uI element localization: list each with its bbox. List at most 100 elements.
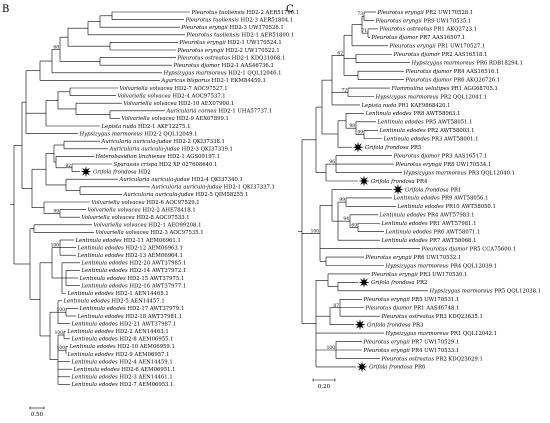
tip-label: Lentinula edodes HD2-11 AEM06961.1 <box>75 238 181 244</box>
species-name: Grifola frondosa <box>371 179 415 185</box>
tip-label: Lentinula edodes HD2-10 AEM06959.1 <box>69 344 175 350</box>
species-name: Auricularia auricula-judae <box>101 139 172 145</box>
species-name: Auricularia cornea <box>166 109 217 115</box>
accession: HD2-17 AWT37979.1 <box>126 306 185 312</box>
bootstrap-value: 68 <box>53 45 59 50</box>
accession: HD2-10 AEX07900.1 <box>177 101 235 107</box>
tip-label: Hypsizygus marmoreus PR3 QQL12040.1 <box>403 170 516 176</box>
accession: PR4 UW170533.1 <box>410 348 459 354</box>
accession: HD2-3 AEN14461.1 <box>118 375 173 381</box>
accession: HD2-9 AEX07899.1 <box>175 116 229 122</box>
tip-label: Auricularia auricula-judae HD2-3 QKI3733… <box>109 147 233 153</box>
species-name: Pleurotus eryngii <box>377 10 425 16</box>
species-name: Grifola frondosa <box>365 145 409 151</box>
tip-label: Pleurotus djamor PR2 AAS16518.1 <box>393 52 488 58</box>
bootstrap-value: 99 <box>339 198 345 203</box>
species-name: Lentinula edodes <box>69 344 116 350</box>
accession: PR1 AAS46748.1 <box>412 306 459 312</box>
species-name: Pleurotus djamor <box>421 246 469 252</box>
tip-label: Pleurotus eryngii PR7 UW170529.1 <box>363 339 460 345</box>
accession: PR2 AWT58003.1 <box>426 128 475 134</box>
species-name: Pleurotus ostreatus <box>379 27 433 33</box>
species-name: Volvariella volvacea <box>92 200 145 206</box>
species-name: Sparassis crispa <box>114 162 158 168</box>
tip-label: Lepista nuda PR1 KAF9868420.1 <box>361 103 451 109</box>
species-name: Lentinula edodes <box>75 238 122 244</box>
accession: HD2-10 AEM06959.1 <box>116 344 175 350</box>
species-name: Lentinula edodes <box>77 245 124 251</box>
accession: PR5 <box>409 145 422 151</box>
species-name: Volvariella volvacea <box>96 230 149 236</box>
species-name: Pleurotus eryngii <box>389 44 437 50</box>
species-name: Hypsizygus marmoreus <box>429 289 493 295</box>
species-name: Lentinula edodes <box>71 337 118 343</box>
species-name: Pleurotus eryngii <box>181 25 229 31</box>
tip-label: Volvariella volvacea HD2-1 AEO99208.1 <box>94 223 202 229</box>
tip-label: Volvariella volvacea HD2-8 AOC97533.1 <box>82 215 190 221</box>
accession: PR1 AWT57981.1 <box>428 221 477 227</box>
tip-label: Lentinula edodes HD2-3 AEN14461.1 <box>71 375 173 381</box>
accession: PR3 AWT58001.1 <box>430 137 479 143</box>
tip-label: Auricularia auricula-judae HD2-2 QKI3733… <box>101 139 225 145</box>
tip-label: Lentinula edodes HD2-18 AWT37981.1 <box>77 314 183 320</box>
accession: HD2-1 UHA57737.1 <box>217 109 273 115</box>
tip-label: Lentinula edodes HD2-8 AEM06955.1 <box>71 337 174 343</box>
accession: HD2-5 AEN14457.1 <box>110 299 165 305</box>
accession: PR4 AWT57983.1 <box>426 213 475 219</box>
species-name: Lentinula edodes <box>383 137 430 143</box>
tip-label: Pleurotus tuoliensis HD2-1 AER51800.1 <box>186 33 295 39</box>
grifola-star-icon <box>358 276 370 288</box>
species-name: Pleurotus djamor <box>405 69 453 75</box>
accession: PR5 QQL12038.1 <box>493 289 541 295</box>
accession: HD2-14 AWT37972.1 <box>128 268 187 274</box>
tip-label: Lentinula edodes HD2-4 AEN14459.1 <box>71 359 173 365</box>
tip-label: Pleurotus djamor PR4 AAS16516.1 <box>405 69 500 75</box>
species-name: Volvariella volvacea <box>124 101 177 107</box>
tip-label: Pleurotus eryngii PR1 UW170527.1 <box>389 44 486 50</box>
tip-label: Lentinula edodes HD2-5 AEN14457.1 <box>63 299 165 305</box>
accession: HD2-20 AWT37985.1 <box>128 261 187 267</box>
tip-label: Pleurotus eryngii PR4 UW170533.1 <box>363 348 460 354</box>
accession: HD2-1 AER51800.1 <box>240 33 294 39</box>
accession: PR3 UW170530.1 <box>418 272 467 278</box>
species-name: Grifola frondosa <box>371 280 415 286</box>
bootstrap-value: 94 <box>343 217 349 222</box>
tip-label: Auricularia auricula-judae HD2-4 QKI3734… <box>119 177 243 183</box>
tip-label: Grifola frondosa PR4 <box>371 179 428 185</box>
species-name: Lentinula edodes <box>71 359 118 365</box>
tip-label: Pleurotus eryngii PR3 UW170530.1 <box>371 272 468 278</box>
accession: PR5 UW170531.1 <box>410 297 459 303</box>
tip-label: Lentinula edodes PR10 AWT58050.1 <box>397 204 496 210</box>
accession: HD2-7 AOC97527.1 <box>173 86 228 92</box>
bootstrap-value: 100 <box>51 244 60 249</box>
accession: HD2-1 AEO99208.1 <box>147 223 202 229</box>
tip-label: Lentinula edodes HD2-9 AEM06957.1 <box>67 352 170 358</box>
species-name: Flammulina velutipes <box>391 86 450 92</box>
tip-label: Pleurotus eryngii PR2 UW170528.1 <box>377 10 474 16</box>
accession: PR7 AAS16507.1 <box>418 35 465 41</box>
tip-label: Sparassis crispa HD2 XP 027608640.1 <box>114 162 218 168</box>
tip-label: Pleurotus djamor HD2-1 AAS46736.1 <box>173 63 274 69</box>
tip-label: Volvariella volvacea HD2-2 AHE78418.1 <box>88 207 196 213</box>
tip-label: Lentinula edodes HD2-1 AEN14465.1 <box>67 291 169 297</box>
accession: HD2-2 AHE78418.1 <box>141 207 196 213</box>
species-name: Lentinula edodes <box>365 111 412 117</box>
species-name: Hypsizygus marmoreus <box>79 131 143 137</box>
tip-label: Hypsizygus marmoreus HD2-2 QQL12049.1 <box>79 131 198 137</box>
accession: HD2-15 AWT37975.1 <box>126 276 185 282</box>
accession: PR9 UW170535.1 <box>422 18 471 24</box>
species-name: Auricularia auricula-judae <box>151 185 222 191</box>
tip-label: Pleurotus tuoliensis HD2-2 AER51796.1 <box>191 10 300 16</box>
tip-label: Pleurotus djamor PR1 AAS46748.1 <box>365 306 460 312</box>
grifola-star-icon <box>356 361 368 373</box>
tip-label: Pleurotus tuoliensis HD2-3 AER51804.1 <box>185 17 294 23</box>
species-name: Agaricus bisporus <box>161 78 211 84</box>
tip-label: Hypsizygus marmoreus HD2-1 QQL12046.1 <box>163 71 282 77</box>
accession: PR1 KAF9868420.1 <box>396 103 450 109</box>
tip-label: Pleurotus djamor PR7 AAS16507.1 <box>371 35 466 41</box>
species-name: Grifola frondosa <box>405 187 449 193</box>
accession: HD2-3 AOC97535.1 <box>149 230 204 236</box>
species-name: Pleurotus tuoliensis <box>191 10 246 16</box>
